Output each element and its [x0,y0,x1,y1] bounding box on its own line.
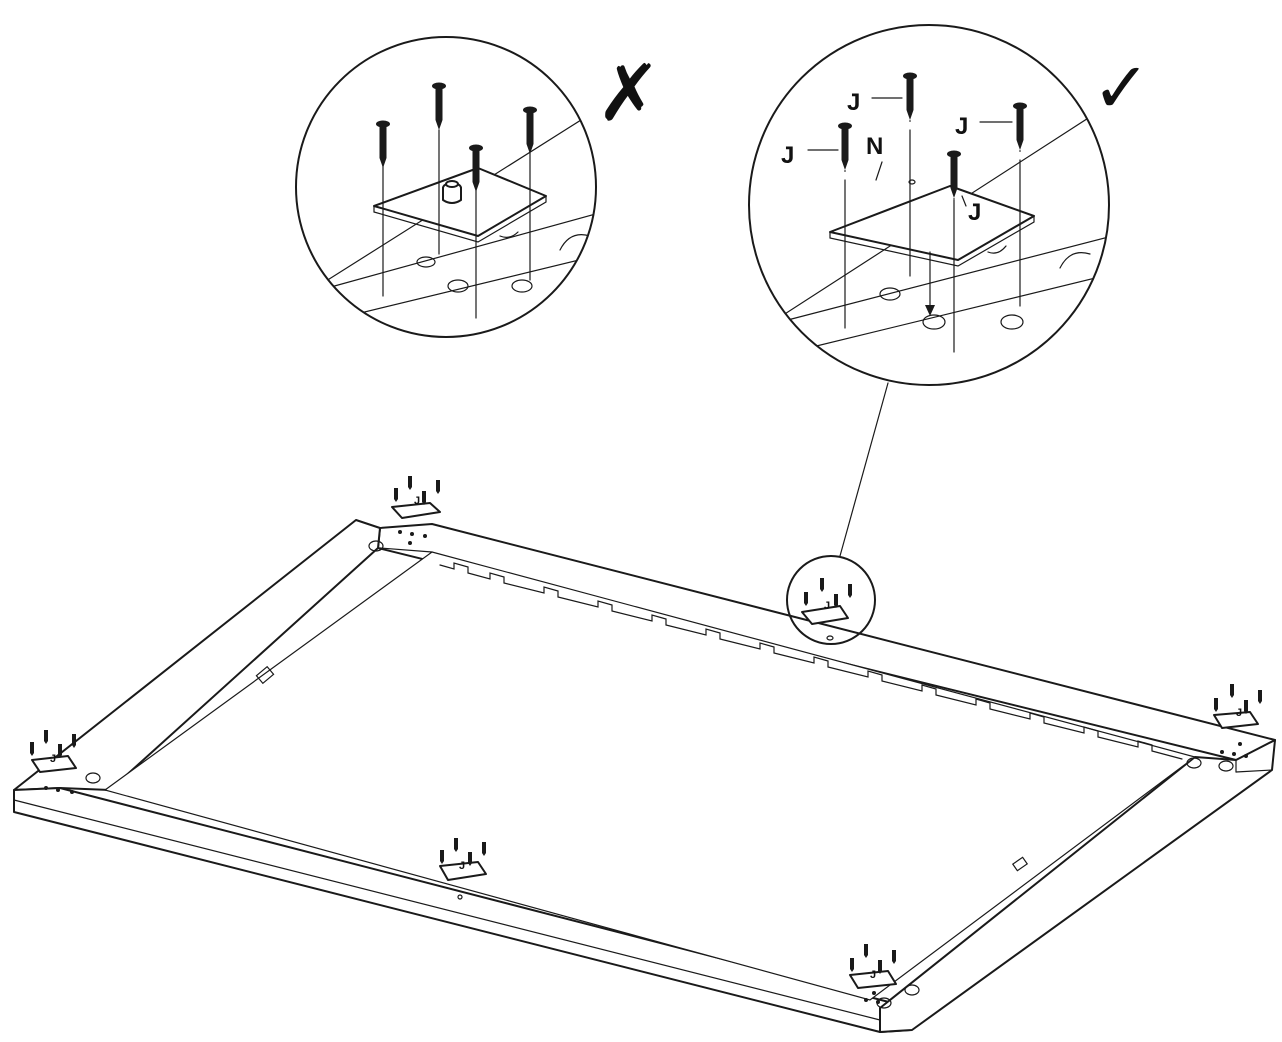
screw-label-j: J [824,600,830,612]
plate-label-n: N [866,133,883,160]
incorrect-mark: ✗ [596,49,661,139]
frame-bracket-front-right: J [849,944,897,989]
frame-bracket-mid-front: J [439,838,487,881]
detail-callout-circle [786,555,876,645]
screw-label-j: J [50,753,56,765]
screw-label-j: J [968,199,981,226]
correct-mark: ✓ [1092,47,1151,129]
screw-label-j: J [870,969,876,981]
callout-correct: J J J J N [748,24,1110,386]
frame-bracket-front-left: J [30,730,77,773]
callout-leader-line [839,382,889,557]
screw-label-j: J [459,860,465,872]
screw-label-j: J [955,113,968,140]
screw-label-j: J [1236,707,1242,719]
callout-incorrect [295,36,597,338]
frame-bracket-back-right: J [1213,684,1262,729]
screw-label-j: J [847,89,860,116]
frame-right-rail [879,739,1276,1033]
screw-label-j: J [414,495,420,507]
screw-label-j: J [781,142,794,169]
bed-frame [13,519,1276,1033]
frame-bracket-back-left: J [391,476,441,519]
frame-bracket-mid-back: J [786,555,876,645]
